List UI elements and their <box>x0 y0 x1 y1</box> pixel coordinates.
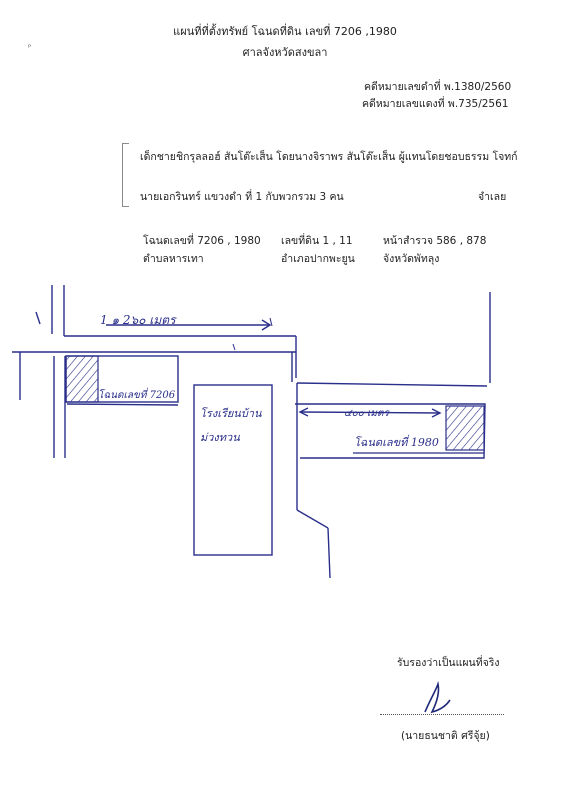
defendant-role: จำเลย <box>478 191 507 203</box>
defendant-line: นายเอกรินทร์ แขวงดำ ที่ 1 กับพวกรวม 3 คน <box>140 191 344 203</box>
road-lines <box>12 285 491 579</box>
corner-mark: ᴾ <box>28 43 32 52</box>
deed-left-label: โฉนดเลขที่ 7206 <box>98 390 176 401</box>
certification-statement: รับรองว่าเป็นแผนที่จริง <box>397 657 500 669</box>
hatched-lot-left <box>65 355 99 403</box>
province: จังหวัดพัทลุง <box>383 253 440 265</box>
signature-mark <box>424 680 451 714</box>
land-number: เลขที่ดิน 1 , 11 <box>281 235 353 247</box>
signer-name: (นายธนชาติ ศรีจุ้ย) <box>401 730 490 742</box>
plaintiff-line: เด็กชายชิกรุลลอฮ์ สันโต๊ะเส็น โดยนางจิรา… <box>140 151 518 163</box>
school-label-1: โรงเรียนบ้าน <box>200 407 262 420</box>
district: อำเภอปากพะยูน <box>281 253 355 265</box>
survey-page: หน้าสำรวจ 586 , 878 <box>383 235 487 247</box>
page-title: แผนที่ที่ตั้งทรัพย์ โฉนดที่ดิน เลขที่ 72… <box>173 25 397 38</box>
deed-number: โฉนดเลขที่ 7206 , 1980 <box>143 235 261 247</box>
black-case-number: คดีหมายเลขดำที่ พ.1380/2560 <box>364 81 512 93</box>
school-label-2: ม่วงทวน <box>200 431 240 444</box>
subdistrict: ตำบลหารเทา <box>143 253 204 265</box>
distance-top-label: 1 ๑ 2๖๐ เมตร <box>100 313 176 327</box>
distance-right-label: ๔๐๐ เมตร <box>344 408 389 419</box>
red-case-number: คดีหมายเลขแดงที่ พ.735/2561 <box>362 98 509 110</box>
court-name: ศาลจังหวัดสงขลา <box>242 46 328 59</box>
signature-line <box>380 714 504 715</box>
parties-bracket <box>122 143 129 207</box>
hatched-lot-right <box>445 405 485 451</box>
deed-right-label: โฉนดเลขที่ 1980 <box>354 436 439 449</box>
